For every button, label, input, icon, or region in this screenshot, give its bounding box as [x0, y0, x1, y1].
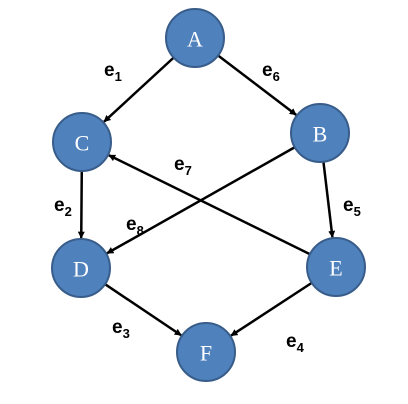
edge-e6-arrow [217, 54, 297, 116]
edge-label-e6: e6 [262, 60, 280, 84]
edges-layer [77, 54, 336, 337]
edge-label-e3: e3 [112, 317, 130, 341]
edge-label-letter: e [343, 195, 354, 216]
edge-e3-arrow [104, 283, 182, 337]
node-circle [290, 103, 350, 163]
node-circle [51, 238, 111, 298]
node-label: B [313, 122, 328, 147]
edge-label-subscript: 7 [185, 163, 192, 178]
edge-label-subscript: 1 [115, 69, 122, 84]
node-circle [52, 112, 112, 172]
node-b: B [290, 103, 350, 163]
edge-label-letter: e [126, 214, 137, 235]
node-label: C [75, 131, 90, 156]
nodes-layer: A B C D E F [51, 8, 366, 382]
node-f: F [176, 322, 236, 382]
edge-e2-arrow [77, 170, 85, 239]
edge-label-e4: e4 [286, 331, 305, 355]
node-label: A [187, 27, 203, 52]
node-label: D [73, 257, 89, 282]
edge-label-subscript: 6 [273, 69, 280, 84]
edge-e8-arrow [106, 146, 296, 255]
node-circle [165, 8, 225, 68]
edge-label-e8: e8 [126, 214, 144, 238]
edge-label-subscript: 3 [123, 326, 130, 341]
edge-label-letter: e [54, 195, 65, 216]
edge-label-subscript: 4 [297, 340, 305, 355]
edge-label-subscript: 2 [65, 204, 72, 219]
node-label: E [329, 256, 342, 281]
edge-e5-arrow [322, 161, 336, 238]
node-c: C [52, 112, 112, 172]
edge-e1-arrow [103, 56, 175, 123]
edge-label-e5: e5 [343, 195, 361, 219]
edge-label-e7: e7 [174, 154, 192, 178]
node-circle [306, 237, 366, 297]
edge-e4-arrow [230, 281, 313, 337]
edge-label-letter: e [174, 154, 185, 175]
edge-label-letter: e [286, 331, 297, 352]
edge-label-letter: e [104, 60, 115, 81]
edge-label-letter: e [112, 317, 123, 338]
node-e: E [306, 237, 366, 297]
edge-label-e2: e2 [54, 195, 72, 219]
edge-label-subscript: 8 [137, 223, 144, 238]
edge-label-subscript: 5 [354, 204, 361, 219]
edge-label-e1: e1 [104, 60, 122, 84]
node-circle [176, 322, 236, 382]
edge-e7-arrow [108, 154, 311, 256]
edge-label-letter: e [262, 60, 273, 81]
node-d: D [51, 238, 111, 298]
node-label: F [200, 341, 212, 366]
node-a: A [165, 8, 225, 68]
